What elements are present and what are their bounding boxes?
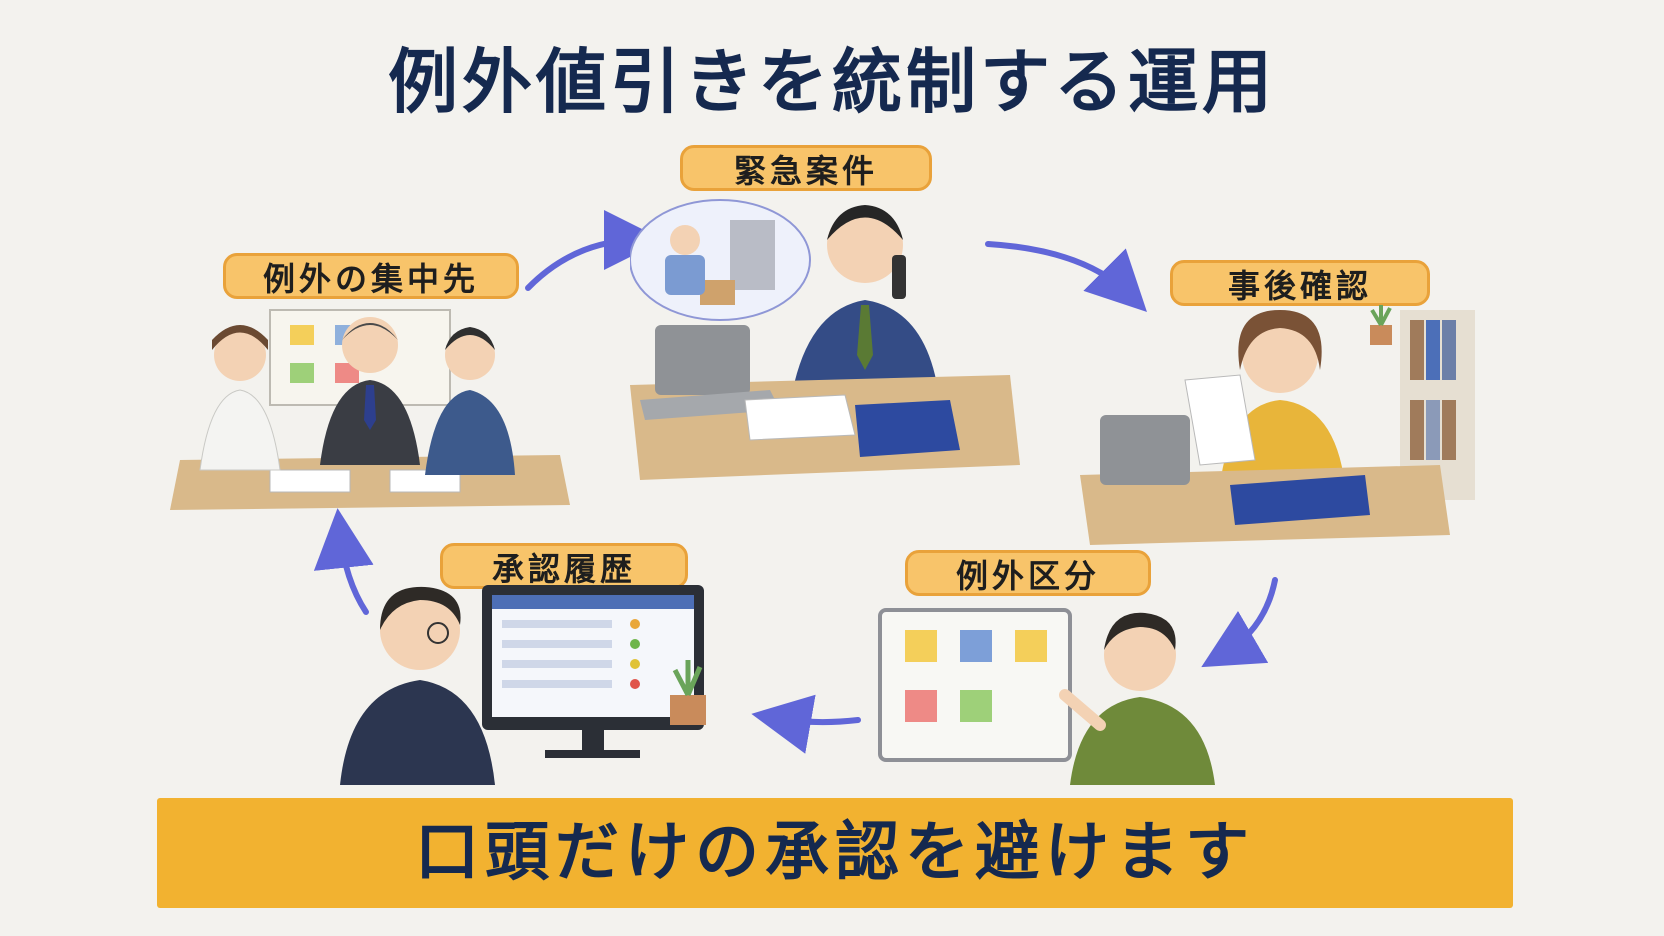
arrow-history-to-concentration [313,508,374,615]
arrow-urgent-to-postcheck [985,241,1147,312]
arrow-classification-to-history [751,694,861,754]
label-exception-classification: 例外区分 [905,550,1151,596]
urgent-case-scene-illustration [630,199,1020,480]
label-exception-concentration: 例外の集中先 [223,253,519,299]
meeting-scene-illustration [170,309,570,510]
page-title: 例外値引きを統制する運用 [388,41,1276,123]
key-message-text: 口頭だけの承認を避けます [415,816,1255,890]
key-message-banner: 口頭だけの承認を避けます [157,798,1513,908]
approval-history-scene-illustration [340,585,706,785]
arrow-concentration-to-urgent [525,210,664,291]
arrow-postcheck-to-classification [1201,577,1278,668]
exception-classification-scene-illustration [878,608,1215,785]
post-check-scene-illustration [1080,305,1475,545]
label-post-check: 事後確認 [1170,260,1430,306]
label-urgent-case: 緊急案件 [680,145,932,191]
